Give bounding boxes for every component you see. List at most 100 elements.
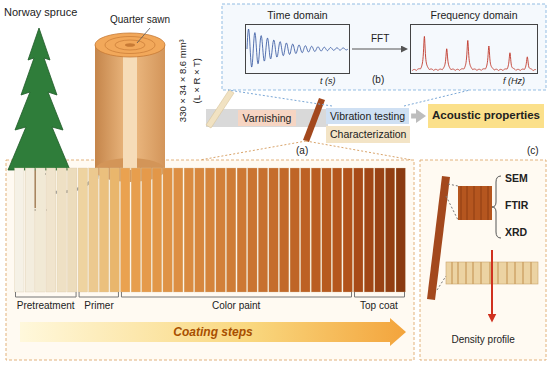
label-text: t (s) (320, 76, 336, 87)
label-text: Density profile (452, 334, 515, 346)
coating-strips (269, 168, 278, 292)
log (123, 45, 137, 170)
coating-strips (152, 168, 161, 292)
coating-strips (78, 168, 87, 292)
coating-strips (290, 168, 299, 292)
coating-strips (142, 168, 151, 292)
coating-strips (396, 168, 405, 292)
result-box: Acoustic properties (428, 104, 544, 128)
plot-box: Time domain (245, 24, 350, 74)
label-text: Color paint (212, 300, 260, 312)
spruce-tree (8, 28, 70, 170)
sample-stick (446, 196, 458, 220)
node-text: Frequency domain (411, 9, 537, 22)
coating-strips (364, 168, 373, 292)
step-brackets (16, 292, 405, 297)
coating-strips (279, 168, 288, 292)
label-text: Quarter sawn (110, 14, 170, 26)
coating-strips (195, 168, 204, 292)
node-text: Acoustic properties (432, 109, 540, 123)
coating-strips (354, 168, 363, 292)
coating-strips (174, 168, 183, 292)
varnished-stick (303, 98, 325, 142)
step-brackets (355, 292, 405, 297)
label-text: FTIR (505, 199, 528, 212)
coating-strips (184, 168, 193, 292)
panel-b (222, 4, 546, 90)
signal-plots (412, 36, 536, 70)
label-text: Norway spruce (4, 6, 77, 19)
log (125, 43, 135, 47)
sample-stick (448, 184, 458, 186)
label-text: (a) (296, 145, 308, 157)
connector-arrow (411, 113, 416, 118)
label-text: XRD (505, 226, 527, 239)
coating-strips (343, 168, 352, 292)
log (95, 28, 165, 182)
connector-arrow (352, 48, 401, 49)
sample-stick (461, 186, 488, 220)
coating-strips (216, 168, 225, 292)
sample-stick (492, 176, 501, 238)
coating-strips (46, 168, 55, 292)
label-text: f (Hz) (503, 76, 525, 87)
coating-strips (301, 168, 310, 292)
log (115, 40, 145, 50)
log (95, 45, 165, 170)
panel-a (6, 160, 414, 360)
node-text: Coating steps (20, 318, 406, 346)
node-text: Varnishing (243, 112, 292, 125)
coating-strips (89, 168, 98, 292)
label-text: (L × R × T) (191, 57, 202, 102)
signal-plots (247, 29, 536, 71)
coating-strips (110, 168, 119, 292)
label-text: 330 × 34 × 8.6 mm³ (176, 39, 187, 122)
coating-strips (332, 168, 341, 292)
edge-label: FFT (371, 33, 389, 45)
label-text: (b) (372, 74, 384, 86)
coating-strips (311, 168, 320, 292)
coating-strips (385, 168, 394, 292)
process-band: Characterization (326, 126, 410, 143)
node-text: Time domain (246, 9, 349, 22)
coating-strips (322, 168, 331, 292)
sample-stick (427, 176, 538, 318)
coating-strips (15, 168, 406, 292)
label-text: Top coat (360, 300, 398, 312)
raw-stick (206, 90, 234, 128)
arrow-shape (20, 318, 406, 346)
coating-strips (205, 168, 214, 292)
node-text: Characterization (330, 128, 406, 141)
plot-box: Frequency domain (410, 24, 538, 74)
coating-strips (25, 168, 34, 292)
coating-strips (68, 168, 77, 292)
zoom-lines (200, 141, 306, 160)
step-brackets (79, 292, 118, 297)
coating-strips (258, 168, 267, 292)
log (137, 28, 150, 43)
label-text: Primer (84, 300, 113, 312)
coating-strips (15, 168, 24, 292)
sample-stick (437, 276, 446, 290)
process-arrow: Coating steps (20, 318, 406, 346)
process-band: Vibration testing (326, 108, 409, 125)
coating-strips (57, 168, 66, 292)
coating-strips (163, 168, 172, 292)
label-text: (c) (527, 145, 539, 157)
coating-strips (237, 168, 246, 292)
sample-stick (458, 186, 492, 220)
coating-strips (375, 168, 384, 292)
zoom-lines (228, 90, 332, 106)
step-brackets (16, 292, 77, 297)
log (105, 37, 155, 54)
coating-strips (248, 168, 257, 292)
label-text: Pretreatment (17, 300, 75, 312)
process-band: Varnishing (238, 110, 297, 127)
coating-strips (121, 168, 130, 292)
coating-strips (99, 168, 108, 292)
log (95, 33, 165, 57)
coating-strips (226, 168, 235, 292)
